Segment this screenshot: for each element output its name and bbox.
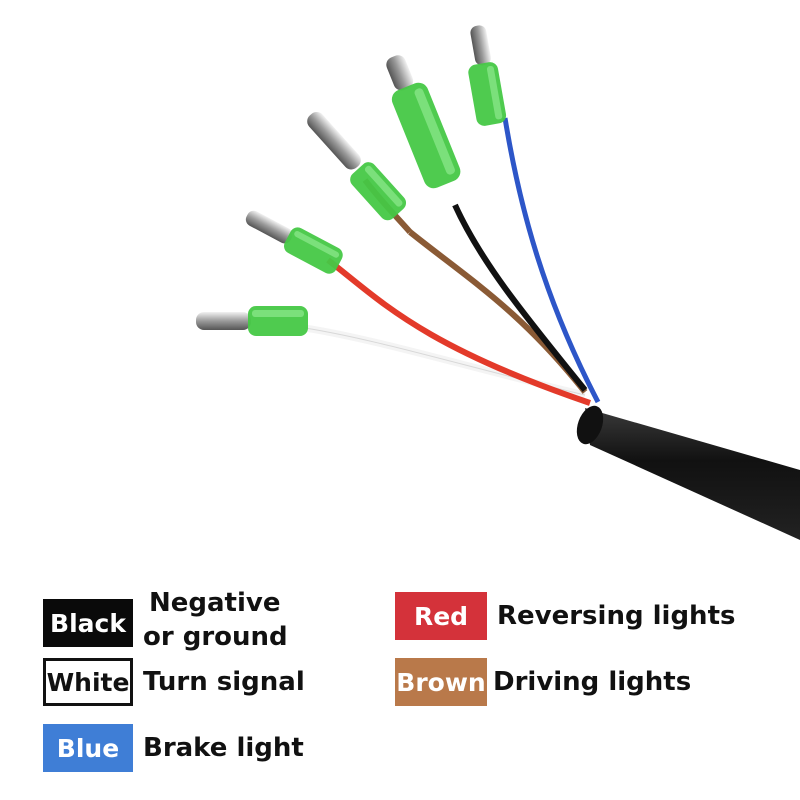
blue-wire-connector (468, 25, 507, 126)
black-description: Negative or ground (143, 586, 288, 654)
legend-blue: Blue Brake light (43, 724, 304, 772)
blue-wire (502, 117, 601, 404)
brown-wire-connector (307, 112, 407, 221)
black-swatch: Black (43, 599, 133, 647)
red-swatch: Red (395, 592, 487, 640)
legend-red: Red Reversing lights (395, 592, 735, 640)
red-wire (326, 257, 591, 406)
cable-end (576, 405, 604, 445)
blue-swatch: Blue (43, 724, 133, 772)
white-swatch: White (43, 658, 133, 706)
black-wire-connector (386, 55, 461, 189)
red-wire-connector (245, 210, 343, 274)
brown-description: Driving lights (493, 667, 692, 697)
legend-brown: Brown Driving lights (395, 658, 691, 706)
legend-black: Black Negative or ground (43, 588, 288, 654)
black-desc-line1: Negative (149, 588, 281, 618)
brown-swatch: Brown (395, 658, 487, 706)
wire-harness-photo (196, 25, 800, 540)
legend-white: White Turn signal (43, 658, 305, 706)
white-wire-connector (196, 306, 308, 336)
white-description: Turn signal (143, 667, 305, 697)
cable-jacket (585, 408, 800, 540)
black-desc-line2: or ground (143, 622, 288, 652)
red-description: Reversing lights (497, 601, 736, 631)
blue-description: Brake light (143, 733, 304, 763)
black-wire (452, 203, 588, 392)
